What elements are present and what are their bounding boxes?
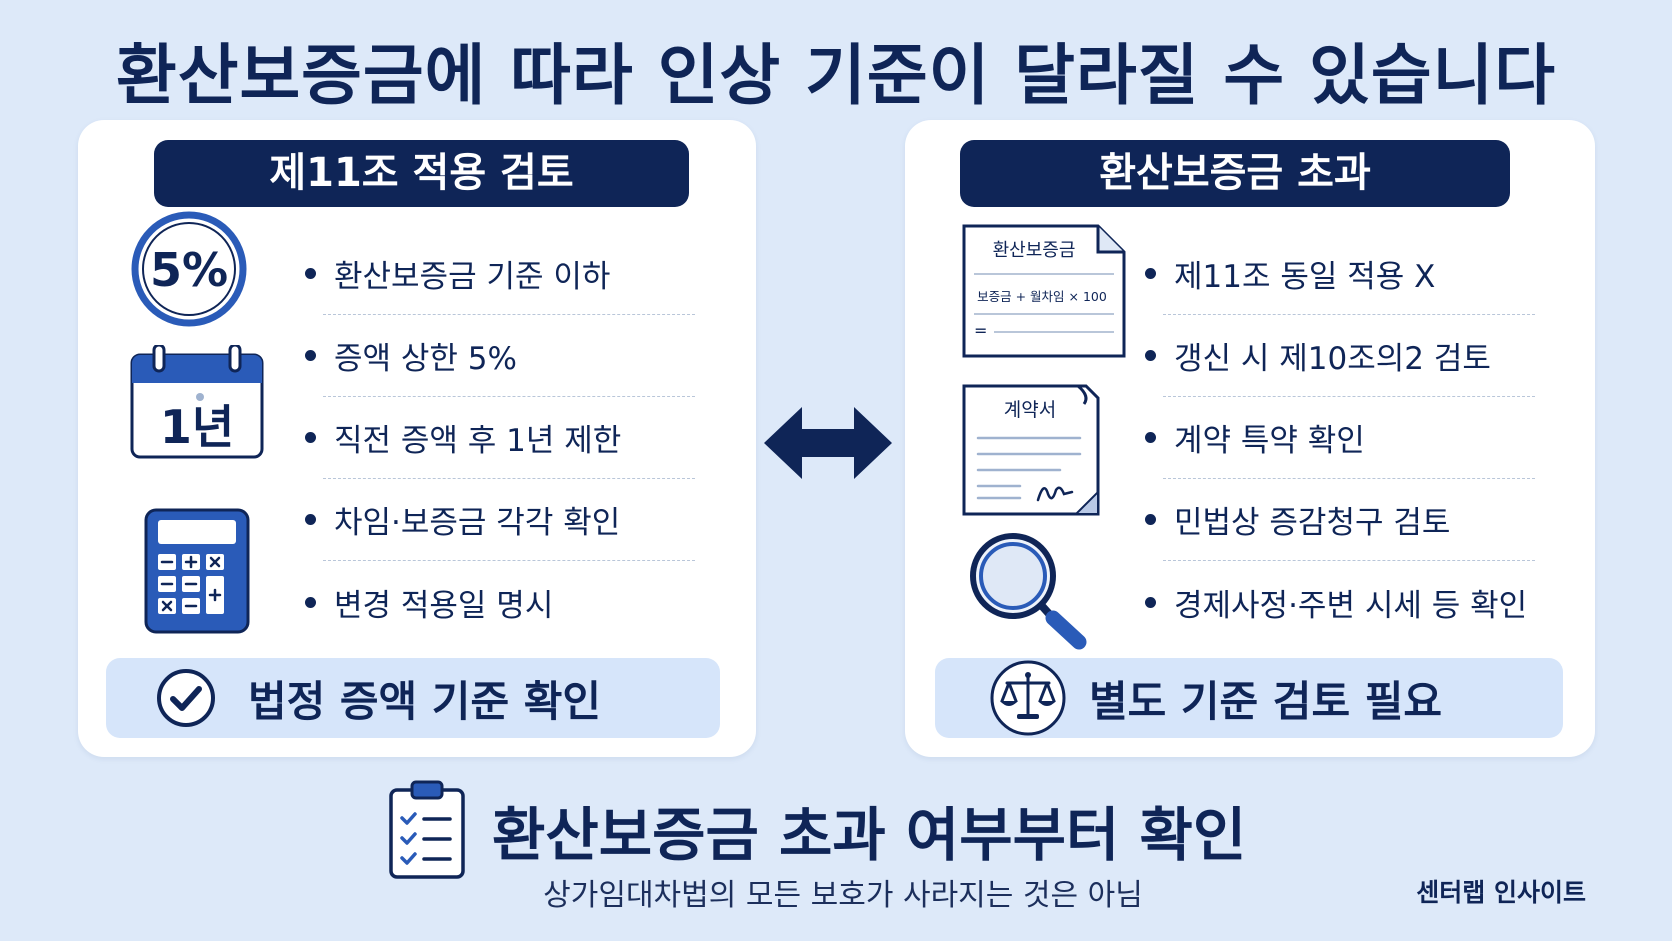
bullet-dot-icon: [305, 432, 316, 443]
main-title: 환산보증금에 따라 인상 기준이 달라질 수 있습니다: [116, 37, 1556, 114]
list-item-label: 변경 적용일 명시: [334, 587, 554, 624]
article11-checklist: 환산보증금 기준 이하 증액 상한 5% 직전 증액 후 1년 제한 차임·보증…: [305, 233, 695, 643]
bullet-dot-icon: [305, 350, 316, 361]
panel-footer-article11: 법정 증액 기준 확인: [106, 658, 720, 738]
panel-article11: 제11조 적용 검토 5% 1년: [78, 120, 756, 757]
list-item: 민법상 증감청구 검토: [1145, 479, 1535, 561]
list-item-label: 차임·보증금 각각 확인: [334, 505, 621, 541]
list-item: 직전 증액 후 1년 제한: [305, 397, 695, 479]
footer-text-exceeds-deposit: 별도 기준 검토 필요: [1089, 676, 1442, 726]
clipboard-checklist-icon: [389, 780, 465, 879]
exceeds-deposit-checklist: 제11조 동일 적용 X 갱신 시 제10조의2 검토 계약 특약 확인 민법상…: [1145, 233, 1535, 643]
calendar-icon: 1년: [130, 345, 264, 459]
scales-icon: [990, 660, 1066, 736]
list-item: 계약 특약 확인: [1145, 397, 1535, 479]
list-item: 경제사정·주변 시세 등 확인: [1145, 561, 1535, 643]
list-item: 증액 상한 5%: [305, 315, 695, 397]
bullet-dot-icon: [1145, 268, 1156, 279]
brand-label: 센터랩 인사이트: [1416, 878, 1586, 907]
formula-document-title: 환산보증금: [993, 240, 1076, 261]
list-item: 차임·보증금 각각 확인: [305, 479, 695, 561]
list-item-label: 직전 증액 후 1년 제한: [334, 423, 622, 459]
bullet-dot-icon: [1145, 432, 1156, 443]
footer-text-article11: 법정 증액 기준 확인: [248, 676, 601, 726]
magnifier-icon: [970, 533, 1087, 650]
list-item-label: 환산보증금 기준 이하: [334, 259, 611, 295]
contract-document-title: 계약서: [1004, 399, 1056, 421]
panel-footer-exceeds-deposit: 별도 기준 검토 필요: [935, 658, 1563, 738]
list-item: 갱신 시 제10조의2 검토: [1145, 315, 1535, 397]
calendar-label: 1년: [160, 400, 234, 454]
summary-subtitle: 상가임대차법의 모든 보호가 사라지는 것은 아님: [543, 878, 1143, 913]
check-circle-icon: [157, 669, 215, 727]
panel-header-exceeds-deposit: 환산보증금 초과: [960, 140, 1510, 207]
panel-exceeds-deposit: 환산보증금 초과 환산보증금 보증금 + 월차임 × 100 = 계약서: [905, 120, 1595, 757]
bullet-dot-icon: [305, 596, 316, 608]
list-item-label: 경제사정·주변 시세 등 확인: [1174, 587, 1528, 624]
calculator-icon: [144, 508, 250, 634]
bullet-dot-icon: [1145, 350, 1156, 361]
list-item: 변경 적용일 명시: [305, 561, 695, 643]
list-item-label: 증액 상한 5%: [334, 341, 517, 377]
bullet-dot-icon: [305, 268, 316, 279]
list-item-label: 민법상 증감청구 검토: [1174, 505, 1451, 541]
formula-document-equals: =: [974, 321, 987, 340]
list-item-label: 계약 특약 확인: [1174, 423, 1365, 459]
panel-header-article11: 제11조 적용 검토: [154, 140, 689, 207]
summary: 환산보증금 초과 여부부터 확인: [388, 775, 1246, 885]
percent-badge-icon: 5%: [131, 211, 247, 327]
list-item: 환산보증금 기준 이하: [305, 233, 695, 315]
list-item: 제11조 동일 적용 X: [1145, 233, 1535, 315]
double-arrow-icon: [764, 407, 892, 479]
contract-document-icon: 계약서: [962, 384, 1100, 516]
bullet-dot-icon: [305, 514, 316, 525]
percent-badge-label: 5%: [150, 243, 228, 297]
bullet-dot-icon: [1145, 514, 1156, 525]
formula-document-icon: 환산보증금 보증금 + 월차임 × 100 =: [962, 224, 1126, 358]
list-item-label: 제11조 동일 적용 X: [1174, 259, 1436, 295]
summary-title: 환산보증금 초과 여부부터 확인: [492, 801, 1247, 869]
bullet-dot-icon: [1145, 596, 1156, 608]
formula-document-formula: 보증금 + 월차임 × 100: [977, 289, 1107, 304]
list-item-label: 갱신 시 제10조의2 검토: [1174, 341, 1491, 377]
